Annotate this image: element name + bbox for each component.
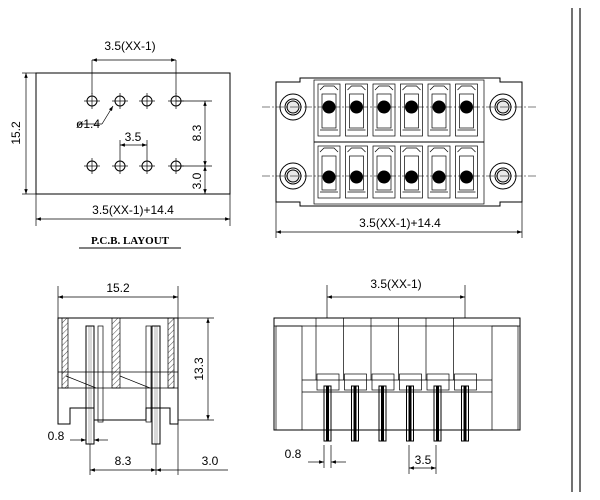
front-pin	[425, 318, 450, 442]
side-width-label: 15.2	[106, 281, 130, 295]
front-pitch-label: 3.5	[415, 453, 432, 467]
top-contact	[345, 83, 368, 137]
top-contact	[372, 145, 396, 199]
front-view: 3.5(XX-1) 0.8 3.5	[273, 277, 521, 474]
pcb-title: P.C.B. LAYOUT	[91, 235, 170, 247]
pcb-hole	[139, 158, 155, 174]
side-edge-label: 3.0	[202, 454, 219, 468]
pcb-pitch-label: 3.5	[125, 130, 142, 144]
front-pin	[398, 318, 422, 442]
top-view: 3.5(XX-1)+14.4	[262, 77, 538, 238]
top-contact	[455, 145, 478, 199]
pcb-hole	[84, 93, 100, 109]
pcb-hole	[139, 93, 155, 109]
pcb-hole-label: ø1.4	[76, 117, 100, 131]
front-pin	[343, 318, 367, 442]
pcb-width-label: 3.5(XX-1)+14.4	[92, 203, 174, 217]
pcb-hole	[84, 158, 100, 174]
pcb-row-label: 8.3	[190, 124, 204, 141]
side-view: 15.2 13.3 0.8 8.3 3.0	[48, 281, 228, 475]
top-contact	[400, 83, 423, 137]
side-pin-label: 0.8	[48, 429, 65, 443]
pcb-outline	[35, 72, 231, 195]
top-contact	[345, 145, 368, 199]
front-pin	[315, 318, 340, 442]
front-housing	[273, 317, 521, 431]
front-pin-label: 0.8	[285, 447, 302, 461]
top-contact	[427, 145, 451, 199]
front-pin	[453, 318, 477, 442]
pcb-layout-view: 3.5(XX-1) 15.2 ø1.4 3.5 8.3 3.0 3.5(XX-1…	[9, 39, 231, 249]
front-pitch-top-label: 3.5(XX-1)	[370, 277, 421, 291]
pcb-pitch-top-label: 3.5(XX-1)	[104, 39, 155, 53]
top-contact	[317, 145, 341, 199]
top-contact	[317, 83, 341, 137]
top-contact	[400, 145, 423, 199]
side-row-label: 8.3	[115, 454, 132, 468]
top-contact	[372, 83, 396, 137]
side-height-label: 13.3	[192, 357, 206, 381]
top-contact	[455, 83, 478, 137]
pcb-holes	[84, 93, 184, 174]
pcb-hole	[112, 93, 128, 109]
front-pin	[370, 318, 395, 442]
top-contact	[427, 83, 451, 137]
top-contacts	[317, 83, 478, 199]
pcb-edge-label: 3.0	[190, 172, 204, 189]
top-width-label: 3.5(XX-1)+14.4	[359, 216, 441, 230]
front-pins	[315, 318, 477, 442]
pcb-height-label: 15.2	[9, 121, 23, 145]
pcb-hole	[112, 158, 128, 174]
